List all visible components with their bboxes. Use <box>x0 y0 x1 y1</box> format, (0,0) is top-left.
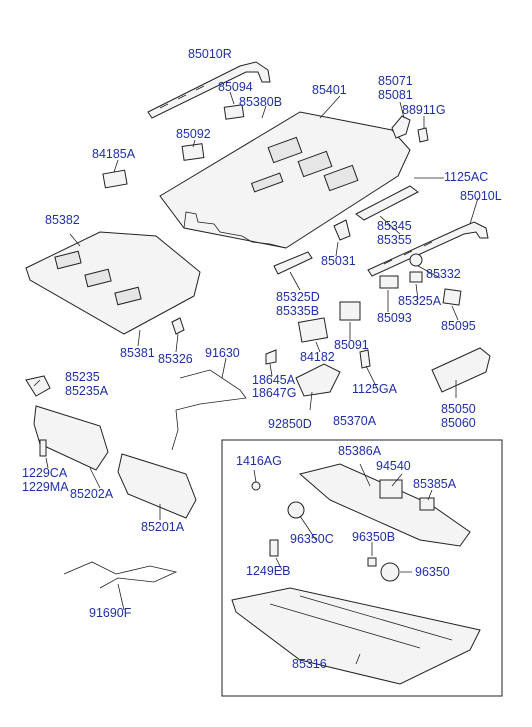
label-1125ga: 1125GA <box>352 382 397 396</box>
label-92850d: 92850D <box>268 417 312 431</box>
label-85380b: 85380B <box>239 95 283 109</box>
label-91630: 91630 <box>205 346 240 360</box>
clip-96350b <box>367 557 377 567</box>
label-1416ag: 1416AG <box>236 454 282 468</box>
clip-1416ag <box>251 481 261 491</box>
label-85325a: 85325A <box>398 294 442 308</box>
label-85010l: 85010L <box>460 189 502 203</box>
label-1229ma: 1229MA <box>22 480 69 494</box>
label-85094: 85094 <box>218 80 253 94</box>
label-85355: 85355 <box>377 233 412 247</box>
label-85031: 85031 <box>321 254 356 268</box>
label-85071: 85071 <box>378 74 413 88</box>
label-96350c: 96350C <box>290 532 334 546</box>
label-1125ac: 1125AC <box>444 170 489 184</box>
clip-85332 <box>409 253 423 267</box>
clip-18645a <box>265 349 277 365</box>
screw-1125ga <box>359 349 371 369</box>
speaker-96350c <box>287 501 305 519</box>
label-85382: 85382 <box>45 213 80 227</box>
wiring-91630 <box>171 369 247 451</box>
label-1229ca: 1229CA <box>22 466 68 480</box>
pad-84185a <box>102 169 128 189</box>
pad-85092 <box>181 143 205 161</box>
hook-85235 <box>25 375 51 397</box>
label-85091: 85091 <box>334 338 369 352</box>
pad-85385a <box>419 497 435 511</box>
label-91690f: 91690F <box>89 606 132 620</box>
lamp-92850d <box>295 363 341 397</box>
label-85050: 85050 <box>441 402 476 416</box>
assist-rail-right <box>147 61 271 119</box>
label-85325d: 85325D <box>276 290 320 304</box>
label-85093: 85093 <box>377 311 412 325</box>
label-94540: 94540 <box>376 459 411 473</box>
wiring-91690f <box>63 561 178 589</box>
label-96350: 96350 <box>415 565 450 579</box>
label-85092: 85092 <box>176 127 211 141</box>
headliner-85401 <box>159 111 411 249</box>
pad-85095 <box>442 288 462 306</box>
label-85201a: 85201A <box>141 520 185 534</box>
label-96350b: 96350B <box>352 530 396 544</box>
label-85332: 85332 <box>426 267 461 281</box>
label-85326: 85326 <box>158 352 193 366</box>
lamp-94540 <box>379 479 403 499</box>
trim-85345 <box>355 185 419 221</box>
trim-85325d <box>273 251 313 275</box>
visor-85201a <box>117 453 197 519</box>
label-1249eb: 1249EB <box>246 564 291 578</box>
label-85202a: 85202A <box>70 487 114 501</box>
visor-85202a <box>33 405 109 471</box>
clip-85071 <box>391 115 411 139</box>
clip-88911g <box>417 127 429 143</box>
label-85235: 85235 <box>65 370 100 384</box>
clip-85326 <box>171 317 185 335</box>
pad-85093 <box>379 275 399 289</box>
label-84182: 84182 <box>300 350 335 364</box>
screw-1229ca <box>39 439 47 457</box>
label-85316: 85316 <box>292 657 327 671</box>
label-85345: 85345 <box>377 219 412 233</box>
label-85010r: 85010R <box>188 47 232 61</box>
label-84185a: 84185A <box>92 147 136 161</box>
console-85050 <box>431 347 491 393</box>
label-85095: 85095 <box>441 319 476 333</box>
label-85386a: 85386A <box>338 444 382 458</box>
label-85335b: 85335B <box>276 304 320 318</box>
screw-1249eb <box>269 539 279 557</box>
speaker-96350 <box>380 562 400 582</box>
label-85381: 85381 <box>120 346 155 360</box>
label-85060: 85060 <box>441 416 476 430</box>
bracket-85031 <box>333 219 351 241</box>
pad-84182 <box>297 317 329 343</box>
label-85385a: 85385A <box>413 477 457 491</box>
assembly-box-85370a <box>221 439 503 697</box>
headliner-85382 <box>25 231 201 335</box>
rail-85386a <box>298 463 471 547</box>
label-18647g: 18647G <box>252 386 297 400</box>
frame-85316 <box>231 587 481 685</box>
label-88911g: 88911G <box>402 103 446 117</box>
label-85401: 85401 <box>312 83 347 97</box>
label-85235a: 85235A <box>65 384 109 398</box>
pad-85091 <box>339 301 361 321</box>
pad-85325a <box>409 271 423 283</box>
label-18645a: 18645A <box>252 373 296 387</box>
label-85081: 85081 <box>378 88 413 102</box>
label-85370a: 85370A <box>333 414 377 428</box>
pad-85094 <box>223 104 245 120</box>
